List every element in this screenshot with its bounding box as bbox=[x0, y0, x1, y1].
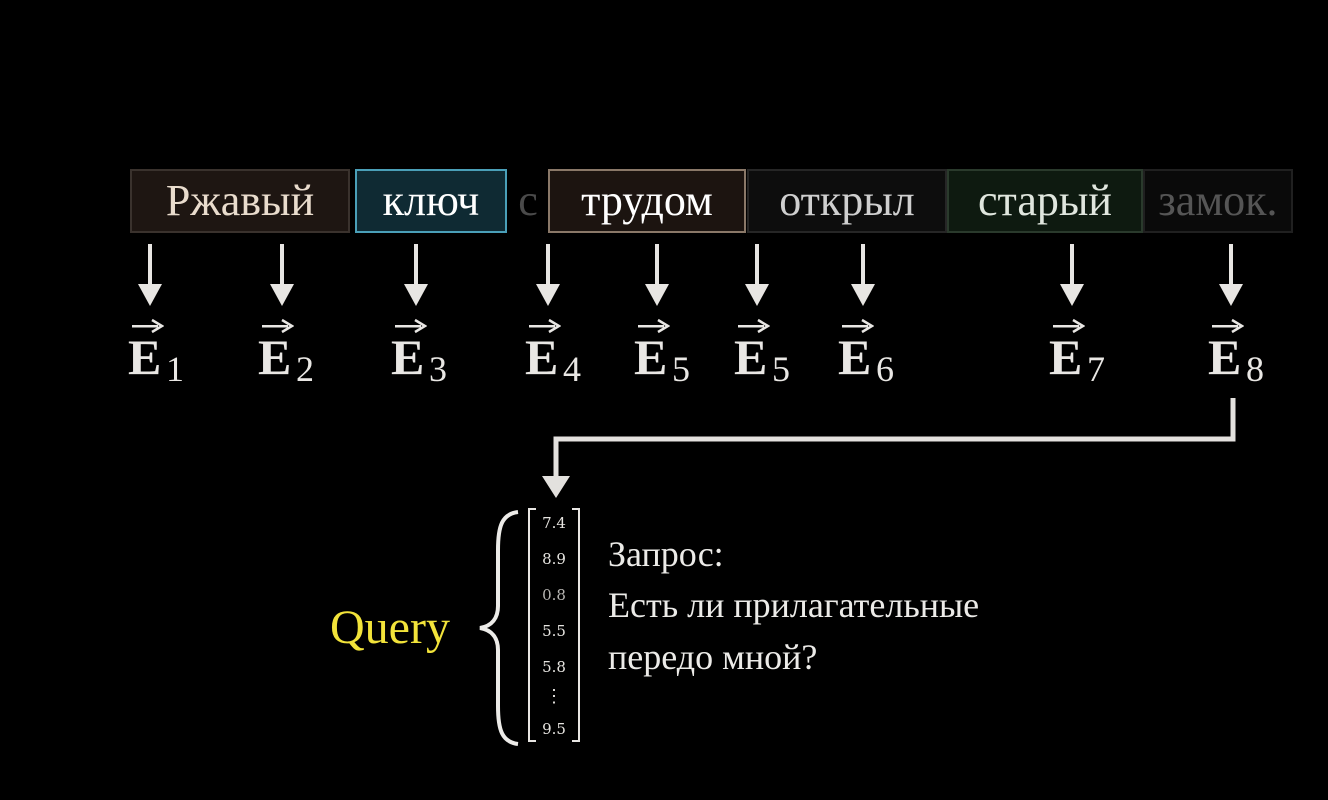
embedding-symbol: E bbox=[838, 329, 872, 385]
vector-entry: 8.9 bbox=[542, 550, 566, 568]
query-text-line-3: передо мной? bbox=[608, 637, 818, 677]
token-staryy: старый bbox=[947, 169, 1143, 233]
embedding-subscript: 6 bbox=[876, 349, 894, 389]
embedding-subscript: 3 bbox=[429, 349, 447, 389]
embedding-symbol: E bbox=[391, 329, 425, 385]
query-vector: 7.4 8.9 0.8 5.5 5.8 ⋮ 9.5 bbox=[528, 508, 580, 744]
vector-arrow-icon bbox=[1212, 318, 1244, 334]
down-arrow-icon bbox=[851, 244, 875, 306]
vector-ellipsis: ⋮ bbox=[545, 686, 563, 707]
embedding-symbol: E bbox=[1208, 329, 1242, 385]
embedding-symbol: E bbox=[128, 329, 162, 385]
down-arrow-icon bbox=[270, 244, 294, 306]
embedding-symbol: E bbox=[525, 329, 559, 385]
down-arrow-icon bbox=[745, 244, 769, 306]
vector-arrow-icon bbox=[638, 318, 670, 334]
down-arrow-icon bbox=[404, 244, 428, 306]
embedding-subscript: 1 bbox=[166, 349, 184, 389]
vector-entry: 7.4 bbox=[542, 514, 566, 532]
embedding-symbol: E bbox=[258, 329, 292, 385]
embedding-subscript: 7 bbox=[1087, 349, 1105, 389]
token-klyuch: ключ bbox=[355, 169, 507, 233]
vector-arrow-icon bbox=[738, 318, 770, 334]
down-arrow-icon bbox=[138, 244, 162, 306]
curly-brace-icon bbox=[479, 510, 519, 746]
vector-entry: 5.8 bbox=[542, 658, 566, 676]
embedding-subscript: 4 bbox=[563, 349, 581, 389]
token-zamok: замок. bbox=[1143, 169, 1293, 233]
query-label: Query bbox=[330, 601, 450, 654]
vector-entry: 9.5 bbox=[542, 720, 566, 738]
left-bracket bbox=[528, 508, 536, 742]
vector-arrow-icon bbox=[262, 318, 294, 334]
down-arrow-icon bbox=[536, 244, 560, 306]
embedding-symbol: E bbox=[634, 329, 668, 385]
embedding-subscript: 5 bbox=[772, 349, 790, 389]
query-text-line-1: Запрос: bbox=[608, 534, 724, 574]
vector-arrow-icon bbox=[132, 318, 164, 334]
token-trudom: трудом bbox=[548, 169, 746, 233]
down-arrow-icon bbox=[645, 244, 669, 306]
embedding-symbol: E bbox=[1049, 329, 1083, 385]
embedding-subscript: 5 bbox=[672, 349, 690, 389]
down-arrow-icon bbox=[1219, 244, 1243, 306]
vector-entry: 5.5 bbox=[542, 622, 566, 640]
vector-arrow-icon bbox=[395, 318, 427, 334]
token-otkryl: открыл bbox=[747, 169, 947, 233]
right-bracket bbox=[572, 508, 580, 742]
vector-arrow-icon bbox=[529, 318, 561, 334]
query-text-line-2: Есть ли прилагательные bbox=[608, 585, 980, 625]
vector-arrow-icon bbox=[1053, 318, 1085, 334]
embedding-subscript: 2 bbox=[296, 349, 314, 389]
embedding-symbol: E bbox=[734, 329, 768, 385]
embedding-subscript: 8 bbox=[1246, 349, 1264, 389]
vector-arrow-icon bbox=[842, 318, 874, 334]
vector-entry: 0.8 bbox=[542, 586, 566, 604]
down-arrow-icon bbox=[1060, 244, 1084, 306]
token-rzhavyy: Ржавый bbox=[130, 169, 350, 233]
token-s: с bbox=[508, 169, 548, 233]
